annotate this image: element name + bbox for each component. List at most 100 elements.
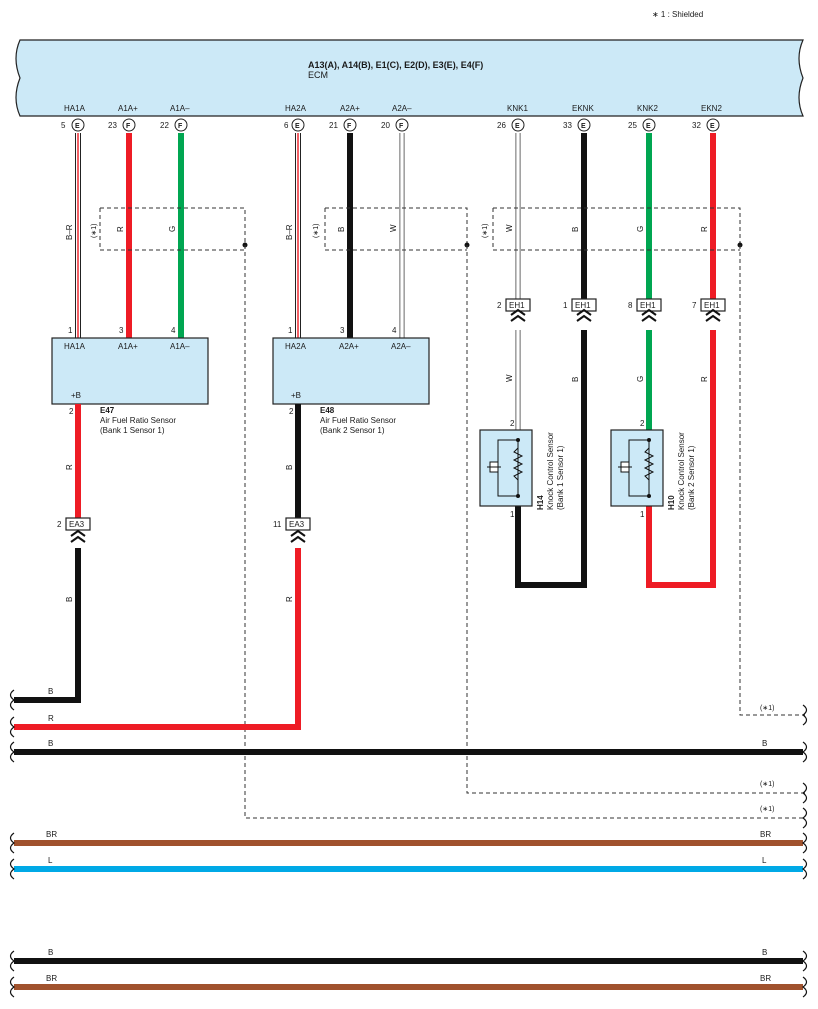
ecm-pin-marker-ha1a [71,118,85,132]
eh1-connector-2 [571,298,597,322]
e47-pin-name-4: A1A– [170,342,190,351]
eh1-label-3: EH1 [640,301,656,310]
ecm-pin-marker-knk1 [511,118,525,132]
e47-pin-num-1: 1 [68,326,73,335]
e47-bplus-pin: 2 [69,407,74,416]
bus-label-right-5: B [762,948,767,957]
ecm-conn-knk1: E [515,123,520,130]
ea3-left-wire-below: B [65,597,74,602]
wire-label-a1a-plus: R [116,226,125,232]
ecm-conn-eknk: E [581,123,586,130]
shield-e47 [99,207,246,251]
wire-label-knk2-lower: G [636,376,645,382]
e47-pin-name-3: A1A+ [118,342,138,351]
ea3-right-wire-below: R [285,596,294,602]
shield-ref-1: (∗1) [760,705,774,712]
shield-tag-e47: (∗1) [91,224,98,238]
bus-label-right-3: BR [760,830,771,839]
ecm-pin-num-knk2: 25 [628,121,637,130]
bus-label-left-4: L [48,856,53,865]
ecm-conn-knk2: E [646,123,651,130]
ecm-pin-name-ha2a: HA2A [285,104,307,113]
wire-label-knk1-lower: W [505,374,514,382]
wire-label-knk2: G [636,226,645,232]
e48-pin-name-1: HA2A [285,342,307,351]
ecm-conn-ha2a: E [295,123,300,130]
ecm-pin-marker-ha2a [291,118,305,132]
wire-e47-ea3-to-bus [14,548,81,703]
wire-label-knk1: W [505,224,514,232]
bus-label-left-1: R [48,714,54,723]
ecm-pin-marker-a1a-minus [174,118,188,132]
wire-label-eknk: B [571,227,580,232]
e48-line1: Air Fuel Ratio Sensor [320,416,396,425]
e47-pin-name-1: HA1A [64,342,86,351]
eh1-pin-1: 2 [497,301,502,310]
shield-tag-knock: (∗1) [482,224,489,238]
ecm-conn-a1a-minus: F [178,123,183,130]
ecm-pin-num-knk1: 26 [497,121,506,130]
ea3-left-wire-above: R [65,464,74,470]
ecm-conn-a2a-plus: F [347,123,352,130]
sensor-e47-box [51,337,209,405]
eh1-label-1: EH1 [509,301,525,310]
h14-line2: (Bank 1 Sensor 1) [556,445,565,510]
eh1-label-2: EH1 [575,301,591,310]
h10-pin-top: 2 [640,419,645,428]
ecm-pin-num-eknk: 33 [563,121,572,130]
wire-eknk-lower [515,330,587,588]
wire-ekn2-lower [646,330,716,588]
ecm-pin-marker-a2a-plus [343,118,357,132]
shield-drain-e48 [466,245,805,794]
ecm-pin-name-eknk: EKNK [572,104,594,113]
ecm-conn-ha1a: E [75,123,80,130]
h10-code: H10 [667,495,676,510]
e48-bplus-pin: 2 [289,407,294,416]
eh1-connector-1 [505,298,531,322]
h10-line2: (Bank 2 Sensor 1) [687,445,696,510]
ecm-pin-name-knk1: KNK1 [507,104,528,113]
ecm-pin-marker-knk2 [642,118,656,132]
bus-label-left-6: BR [46,974,57,983]
ecm-pin-name-knk2: KNK2 [637,104,658,113]
ecm-pin-num-a2a-minus: 20 [381,121,390,130]
h14-line1: Knock Control Sensor [546,432,555,510]
shield-tag-e48: (∗1) [313,224,320,238]
break-marks-right [801,704,808,998]
e47-pin-num-3: 3 [119,326,124,335]
ecm-conn-ekn2: E [710,123,715,130]
wire-label-ha2a: B–R [285,224,294,240]
e48-pin-name-4: A2A– [391,342,411,351]
shield-knock [492,207,741,251]
wire-label-eknk-lower: B [571,377,580,382]
e48-pin-name-3: A2A+ [339,342,359,351]
ecm-pin-name-ha1a: HA1A [64,104,86,113]
ea3-right-wire-above: B [285,465,294,470]
bus-label-right-4: L [762,856,767,865]
ecm-conn-a1a-plus: F [126,123,131,130]
wire-label-ekn2: R [700,226,709,232]
ecm-codes: A13(A), A14(B), E1(C), E2(D), E3(E), E4(… [308,60,483,70]
ecm-pin-marker-a2a-minus [395,118,409,132]
ecm-name: ECM [308,70,328,80]
h14-pin-bot: 1 [510,510,515,519]
e47-code: E47 [100,406,115,415]
h14-pin-top: 2 [510,419,515,428]
e47-line1: Air Fuel Ratio Sensor [100,416,176,425]
shield-drain-e47 [244,245,805,819]
eh1-connector-4 [700,298,726,322]
ecm-pin-num-a1a-minus: 22 [160,121,169,130]
bus-label-right-2: B [762,739,767,748]
e48-code: E48 [320,406,335,415]
ecm-pin-markers [71,118,720,132]
bus-label-right-6: BR [760,974,771,983]
ecm-pin-num-ha2a: 6 [284,121,289,130]
eh1-connector-3 [636,298,662,322]
shield-e48 [324,207,468,251]
break-marks-left [9,689,16,998]
wire-e48-ea3-to-bus [14,548,301,730]
ecm-pin-marker-eknk [577,118,591,132]
ecm-pin-num-ekn2: 32 [692,121,701,130]
ecm-block [15,39,804,117]
